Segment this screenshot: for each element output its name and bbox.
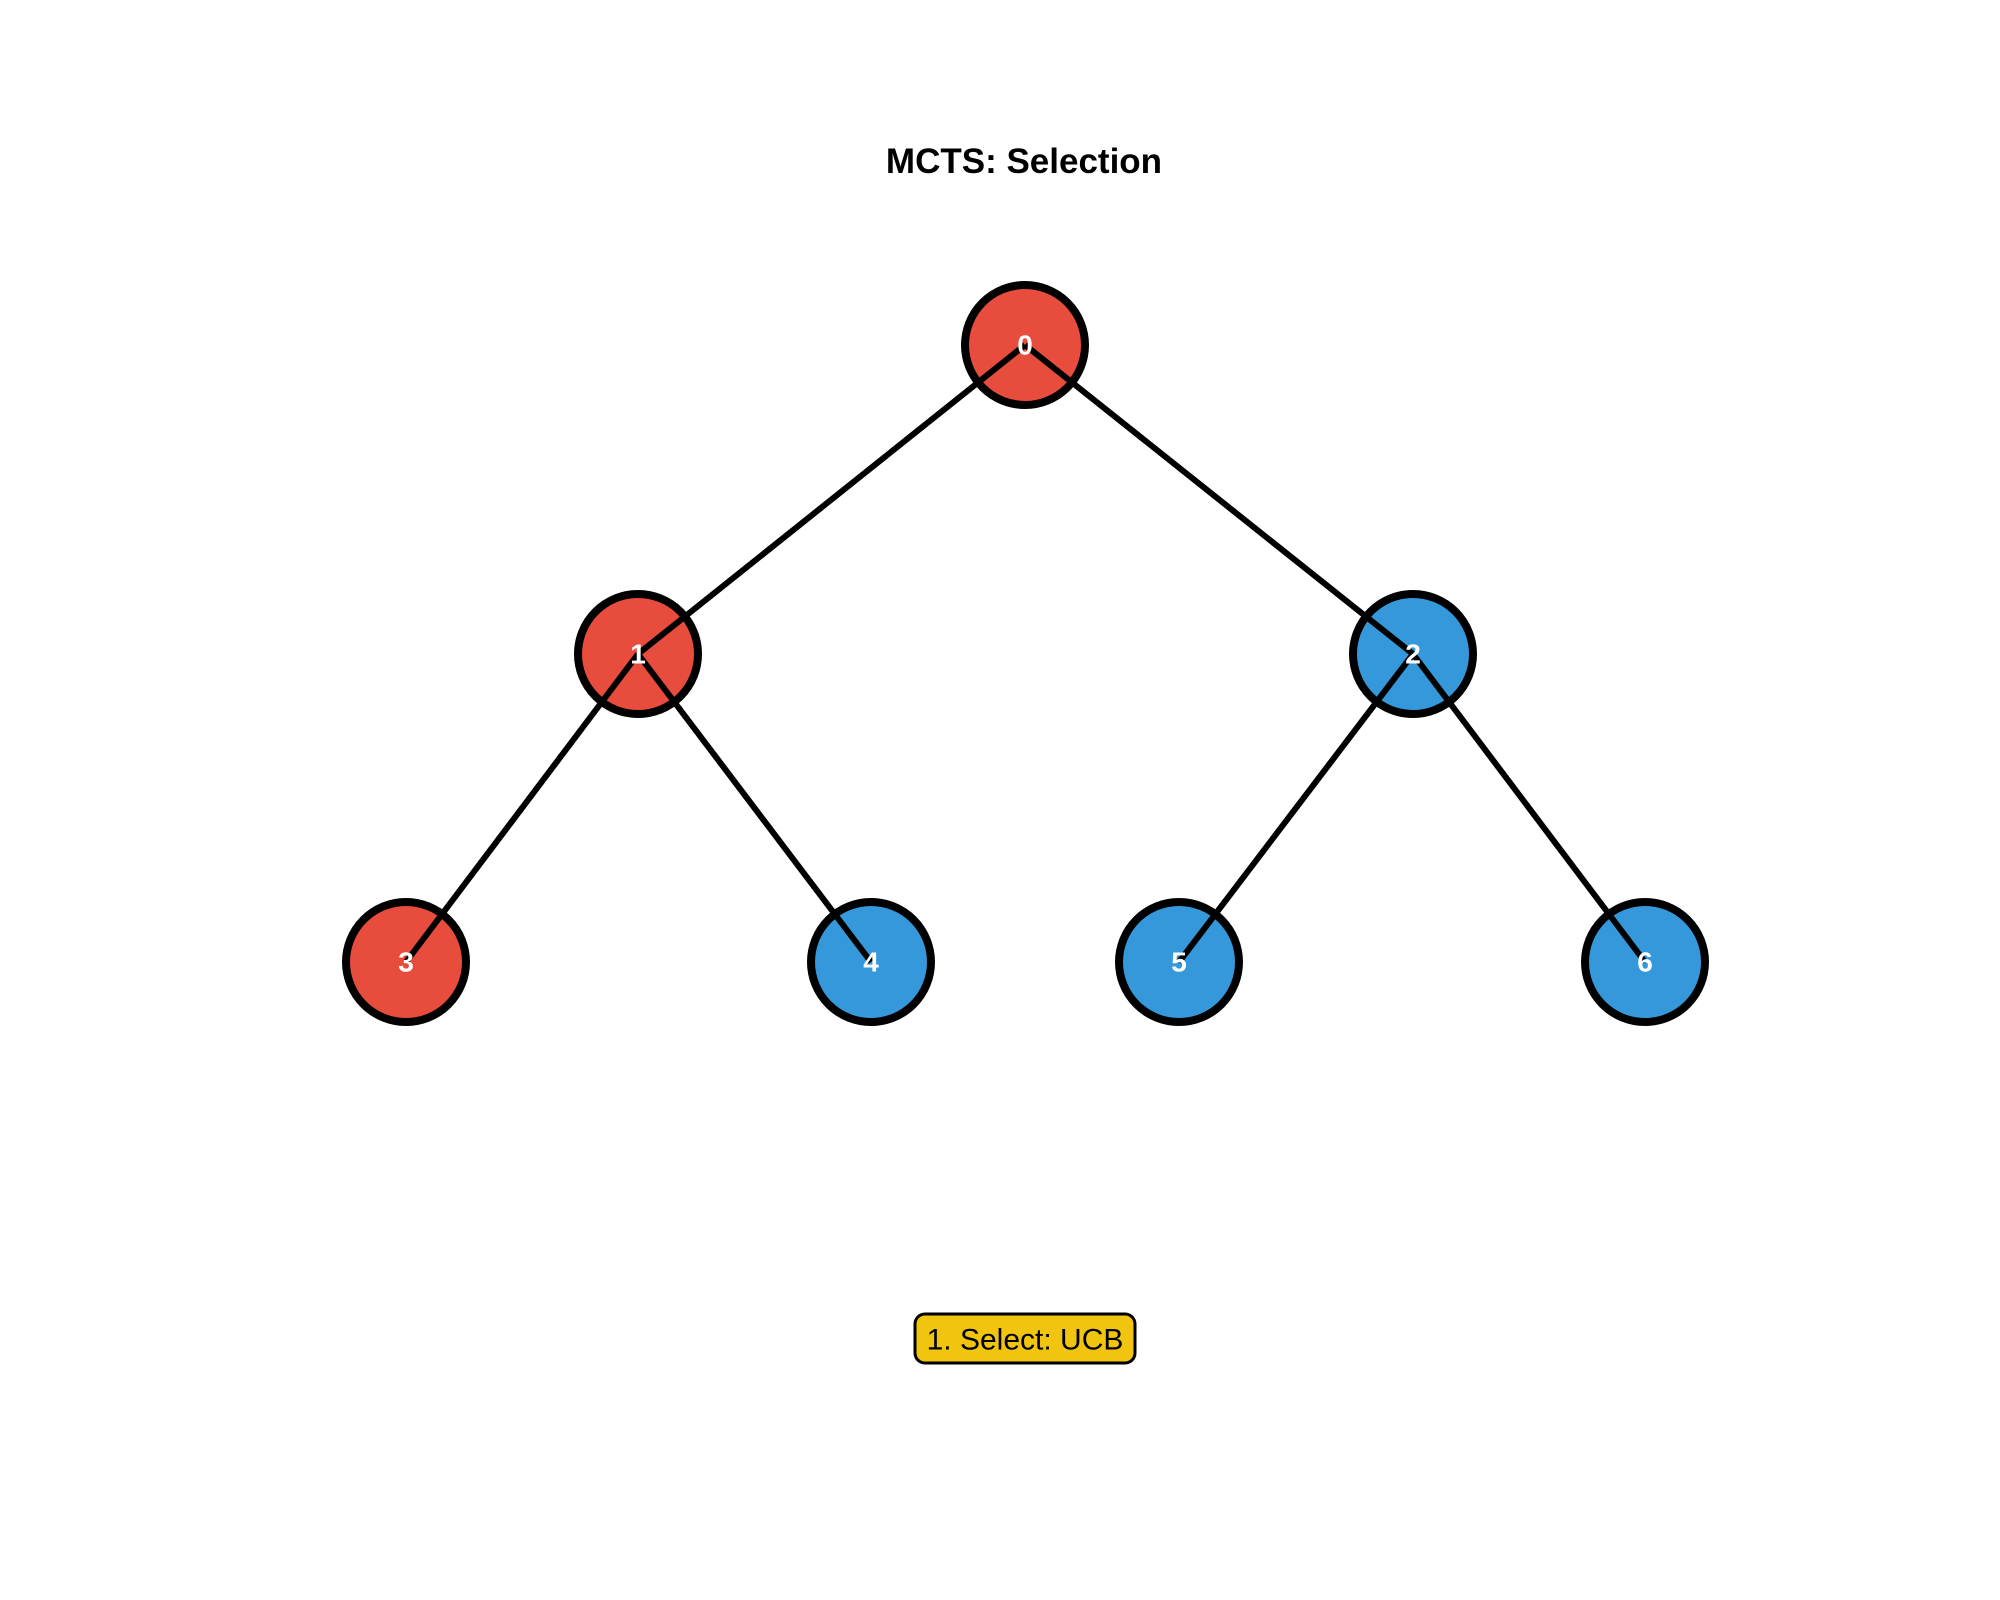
node-0-label: 0 (1017, 330, 1033, 361)
edge-0-2 (1023, 342, 1415, 657)
status-badge-label: 1. Select: UCB (927, 1324, 1124, 1357)
node-1-label: 1 (630, 639, 646, 670)
node-4-label: 4 (863, 947, 879, 978)
node-6-label: 6 (1637, 947, 1653, 978)
status-badge: 1. Select: UCB (913, 1312, 1137, 1365)
edge-1-4 (635, 652, 874, 964)
node-5-label: 5 (1171, 947, 1187, 978)
status-badge-box (913, 1312, 1137, 1365)
node-labels: 0 1 2 3 4 5 6 (398, 330, 1653, 978)
node-3-label: 3 (398, 947, 414, 978)
figure-title: MCTS: Selection (886, 142, 1162, 181)
node-circles (342, 281, 1709, 1026)
node-2-label: 2 (1405, 639, 1421, 670)
edge-0-1 (636, 342, 1027, 657)
edge-2-6 (1410, 652, 1648, 964)
edge-2-5 (1176, 652, 1416, 964)
edge-1-3 (403, 652, 641, 964)
tree-edges (403, 342, 1648, 964)
